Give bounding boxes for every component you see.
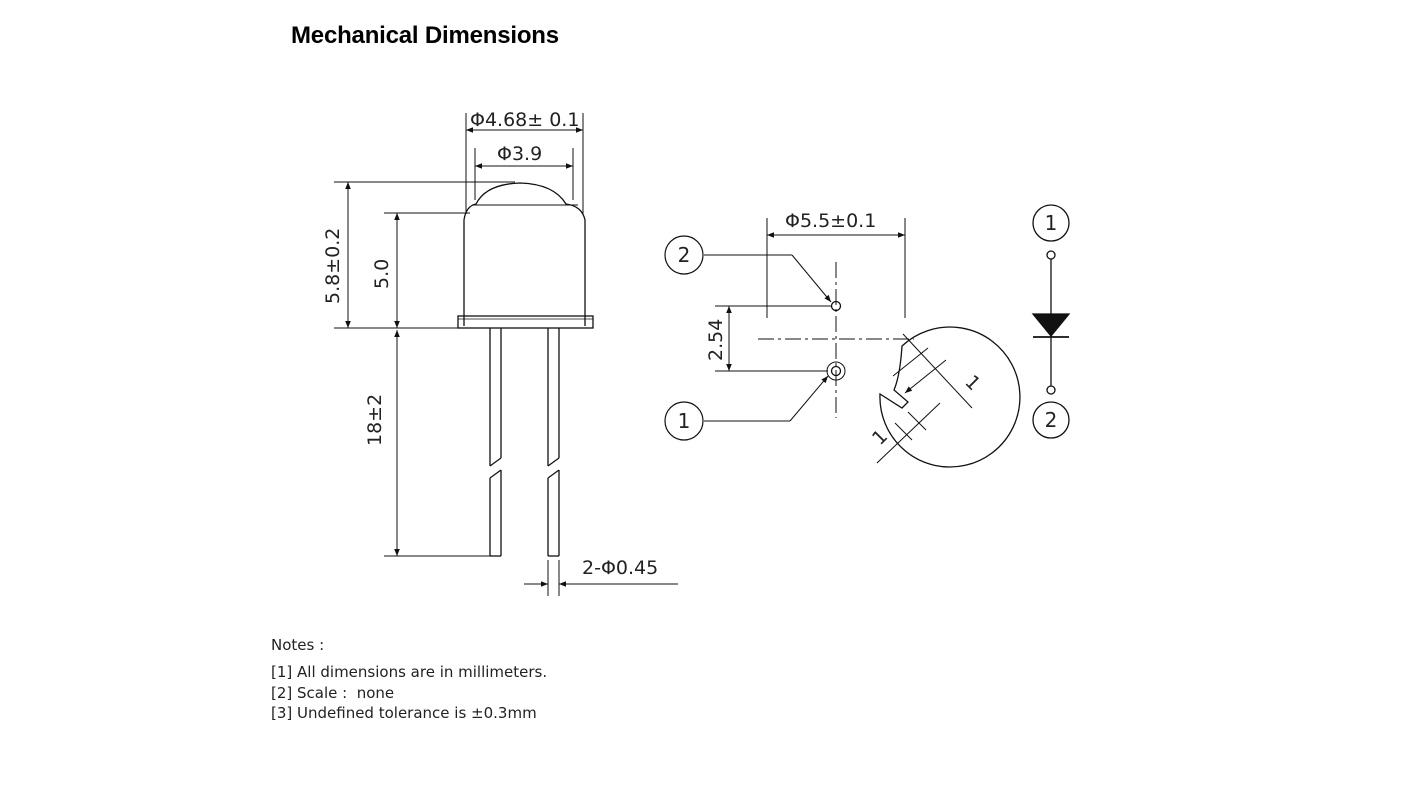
lead-diameter-label: 2-Φ0.45: [582, 557, 658, 579]
pin-spacing-label: 2.54: [705, 319, 727, 361]
led-flange: [457, 315, 594, 329]
body-height-label: 5.0: [371, 259, 393, 289]
cathode-label: 2: [1045, 408, 1058, 432]
notes-section: Notes : [1] All dimensions are in millim…: [271, 636, 547, 724]
flat-dim-2-label: 1: [868, 425, 892, 449]
pin-1-label: 1: [678, 409, 691, 433]
pin-1-hole: [830, 365, 842, 377]
notes-header: Notes :: [271, 636, 325, 654]
note-item: [3] Undefined tolerance is ±0.3mm: [271, 704, 537, 722]
led-leads: [489, 328, 560, 557]
outer-diameter-label: Φ4.68± 0.1: [470, 109, 579, 131]
diode-triangle: [1031, 313, 1071, 338]
pin-1-callout: [664, 401, 704, 441]
bottom-view: [704, 218, 1021, 468]
diode-symbol: [1031, 204, 1071, 439]
led-body-outline: [463, 182, 586, 326]
flange-circle: [879, 326, 1021, 468]
note-item: [2] Scale : none: [271, 683, 395, 702]
pin-2-label: 2: [678, 243, 691, 267]
note-item: [1] All dimensions are in millimeters.: [271, 663, 548, 681]
total-height-label: 5.8±0.2: [322, 228, 344, 304]
flat-dim-1-label: 1: [960, 371, 984, 395]
lead-length-label: 18±2: [364, 394, 386, 446]
inner-diameter-label: Φ3.9: [497, 143, 542, 165]
anode-label: 1: [1045, 211, 1058, 235]
page-title: Mechanical Dimensions: [291, 22, 559, 49]
side-view: [334, 113, 678, 596]
pin-2-callout: [664, 235, 704, 275]
flange-diameter-label: Φ5.5±0.1: [785, 210, 876, 232]
